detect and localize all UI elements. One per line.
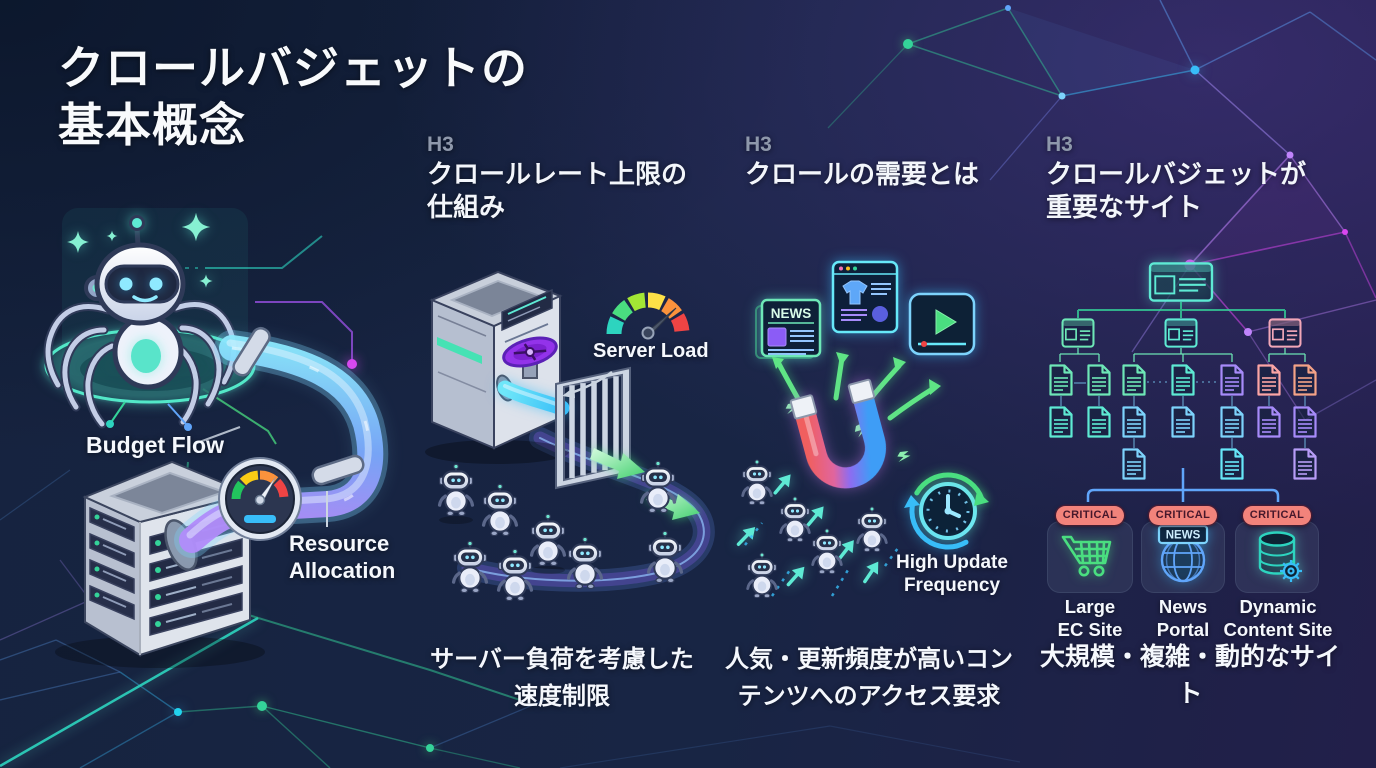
- news-text: NEWS: [771, 306, 812, 321]
- budget-flow-pointer-line: [193, 426, 241, 445]
- page-title: クロールバジェットの 基本概念: [58, 40, 528, 154]
- high-update-line2: Frequency: [903, 575, 1001, 596]
- caption-sites: 大規模・複雑・動的なサイト: [1039, 643, 1340, 708]
- robot-icon: [811, 528, 843, 574]
- video-player-icon: [908, 292, 976, 356]
- budget-flow-label: Budget Flow: [86, 432, 224, 458]
- resource-allocation-line1: Resource: [289, 531, 390, 556]
- heading-rate-limit: クロールレート上限の 仕組み: [427, 158, 687, 224]
- page-title-line2: 基本概念: [58, 99, 246, 151]
- robot-icon: [856, 506, 888, 552]
- root-page-icon: [1148, 262, 1214, 302]
- platform-circuit-stubs: [106, 401, 192, 431]
- robot-icon: [741, 459, 773, 505]
- mesh-top-right: [827, 0, 1376, 421]
- heading-demand: クロールの需要とは: [745, 159, 980, 189]
- robot-icon: [437, 463, 475, 516]
- crawl-rate-limit-illustration: [425, 270, 715, 601]
- site-label-news-portal: News Portal: [1139, 596, 1227, 641]
- heading-sites-line1: クロールバジェットが: [1046, 159, 1307, 189]
- site-label-news-portal-line1: News: [1158, 596, 1208, 617]
- h3-tag-sites: H3: [1046, 133, 1073, 156]
- document-grid: [1049, 364, 1317, 480]
- site-label-large-ec-line2: EC Site: [1057, 618, 1123, 640]
- high-update-line1: High Update: [896, 552, 1008, 573]
- category-page-icon: [1061, 318, 1095, 348]
- speedometer-gauge-icon: [218, 457, 302, 541]
- resource-allocation-line2: Allocation: [289, 558, 396, 583]
- heading-sites: クロールバジェットが 重要なサイト: [1046, 158, 1306, 224]
- critical-bracket: [1086, 468, 1280, 502]
- robot-icon: [481, 483, 519, 536]
- robot-icon: [779, 496, 811, 542]
- category-page-icon: [1164, 318, 1198, 348]
- category-page-icon: [1268, 318, 1302, 348]
- mesh-bottom-left: [0, 469, 1021, 768]
- heading-sites-line2: 重要なサイト: [1046, 192, 1203, 222]
- server-load-label: Server Load: [593, 340, 709, 362]
- site-label-dynamic-content-line2: Content Site: [1223, 618, 1333, 640]
- server-load-gauge-icon: [606, 292, 690, 340]
- ecommerce-page-icon: [831, 260, 899, 334]
- magnet-icon: [789, 378, 886, 489]
- critical-badge: CRITICAL: [1056, 506, 1124, 525]
- caption-demand: 人気・更新頻度が高いコン テンツへのアクセス要求: [713, 641, 1025, 715]
- shopping-cart-icon: [1061, 535, 1112, 577]
- site-label-large-ec-line1: Large: [1064, 596, 1116, 617]
- attraction-arrows: [731, 468, 900, 597]
- page-title-line1: クロールバジェットの: [58, 42, 528, 94]
- globe-news-icon: NEWS: [1157, 524, 1209, 583]
- crawler-budget-flow-illustration: [38, 208, 389, 668]
- caption-rate-limit: サーバー負荷を考慮した 速度制限: [407, 641, 717, 715]
- robot-icon: [746, 552, 778, 598]
- valve-icon: [502, 336, 558, 379]
- h3-tag-rate-limit: H3: [427, 133, 454, 156]
- heading-rate-limit-line2: 仕組み: [427, 192, 506, 222]
- sitemap-tree-icon: [1049, 262, 1317, 502]
- heading-rate-limit-line1: クロールレート上限の: [427, 159, 688, 189]
- robot-icon: [529, 513, 567, 566]
- site-label-dynamic-content-line1: Dynamic: [1239, 596, 1317, 617]
- site-label-large-ec: Large EC Site: [1044, 596, 1136, 641]
- site-label-dynamic-content: Dynamic Content Site: [1222, 596, 1334, 641]
- high-update-frequency-label: High Update Frequency: [894, 551, 1010, 597]
- clock-refresh-icon: [904, 472, 989, 550]
- pipe-highlight: [503, 384, 558, 406]
- server-load-pointer-arrow: [562, 370, 613, 398]
- crawl-demand-illustration: NEWS: [731, 260, 989, 598]
- critical-badge: CRITICAL: [1243, 506, 1311, 525]
- site-label-news-portal-line2: Portal: [1156, 618, 1210, 640]
- crawler-spider-robot-icon: [43, 215, 239, 429]
- caption-rate-limit-line1: サーバー負荷を考慮した: [430, 646, 694, 673]
- database-gear-icon: [1258, 531, 1302, 582]
- news-article-icon: NEWS: [755, 298, 822, 359]
- critical-badge: CRITICAL: [1149, 506, 1217, 525]
- site-structure-illustration: NEWS: [1049, 262, 1317, 583]
- crawler-robot-queue: [437, 460, 684, 601]
- server-tower-icon: [425, 270, 569, 464]
- h3-tag-demand: H3: [745, 133, 772, 156]
- resource-allocation-label: Resource Allocation: [289, 530, 395, 584]
- news-banner-text: NEWS: [1166, 530, 1201, 542]
- caption-demand-line2: テンツへのアクセス要求: [737, 683, 1001, 710]
- caption-rate-limit-line2: 速度制限: [514, 683, 610, 710]
- caption-demand-line1: 人気・更新頻度が高いコン: [725, 646, 1013, 673]
